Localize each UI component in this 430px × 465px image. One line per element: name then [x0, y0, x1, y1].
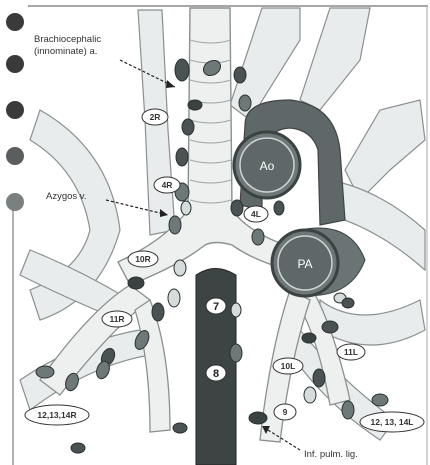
- node: [234, 67, 246, 83]
- azygos-label: Azygos v.: [46, 191, 86, 202]
- station-10r: 10R: [135, 254, 151, 264]
- inf-pulm-lig-label: Inf. pulm. lig.: [304, 449, 358, 460]
- node: [175, 59, 189, 81]
- node: [313, 369, 325, 387]
- node: [372, 394, 388, 406]
- brachiocephalic-label-2: (innominate) a.: [34, 46, 97, 57]
- node: [181, 201, 191, 215]
- node: [174, 260, 186, 276]
- pa-label: PA: [297, 257, 312, 271]
- node: [71, 443, 85, 453]
- pulmonary-artery: PA: [272, 228, 365, 296]
- right-lower-bronchus: [135, 300, 170, 432]
- node: [36, 366, 54, 378]
- station-4l: 4L: [251, 209, 261, 219]
- node: [342, 298, 354, 308]
- bullet-3: [6, 101, 24, 119]
- node: [302, 333, 316, 343]
- bullet-5: [6, 193, 24, 211]
- bullet-2: [6, 55, 24, 73]
- node: [322, 321, 338, 333]
- node: [168, 289, 180, 307]
- node: [304, 387, 316, 403]
- upper-right-vessel: [300, 8, 370, 110]
- station-9: 9: [283, 407, 288, 417]
- station-11l: 11L: [344, 347, 358, 357]
- node: [231, 303, 241, 317]
- aorta-label: Ao: [260, 159, 275, 173]
- brachiocephalic-label-1: Brachiocephalic: [34, 34, 101, 45]
- node: [239, 95, 251, 111]
- node: [169, 216, 181, 234]
- station-4r: 4R: [162, 180, 173, 190]
- station-8: 8: [213, 368, 219, 380]
- station-7: 7: [213, 301, 219, 313]
- node: [182, 119, 194, 135]
- node: [342, 401, 354, 419]
- bullet-4: [6, 147, 24, 165]
- node: [274, 201, 284, 215]
- station-12l: 12, 13, 14L: [370, 417, 413, 427]
- right-vessel-branch: [345, 100, 425, 200]
- node: [231, 200, 243, 216]
- station-2r: 2R: [150, 112, 161, 122]
- brachiocephalic-arrow: [166, 80, 175, 88]
- station-10l: 10L: [281, 361, 296, 371]
- bullet-1: [6, 13, 24, 31]
- node: [173, 423, 187, 433]
- aorta: Ao: [234, 100, 345, 225]
- station-12r: 12,13,14R: [37, 410, 76, 420]
- node: [176, 148, 188, 166]
- node: [252, 229, 264, 245]
- node: [249, 412, 267, 424]
- node: [152, 303, 164, 321]
- node: [128, 277, 144, 289]
- bullet-list: [6, 13, 24, 211]
- node: [188, 100, 202, 110]
- station-11r: 11R: [109, 314, 124, 324]
- node: [230, 344, 242, 362]
